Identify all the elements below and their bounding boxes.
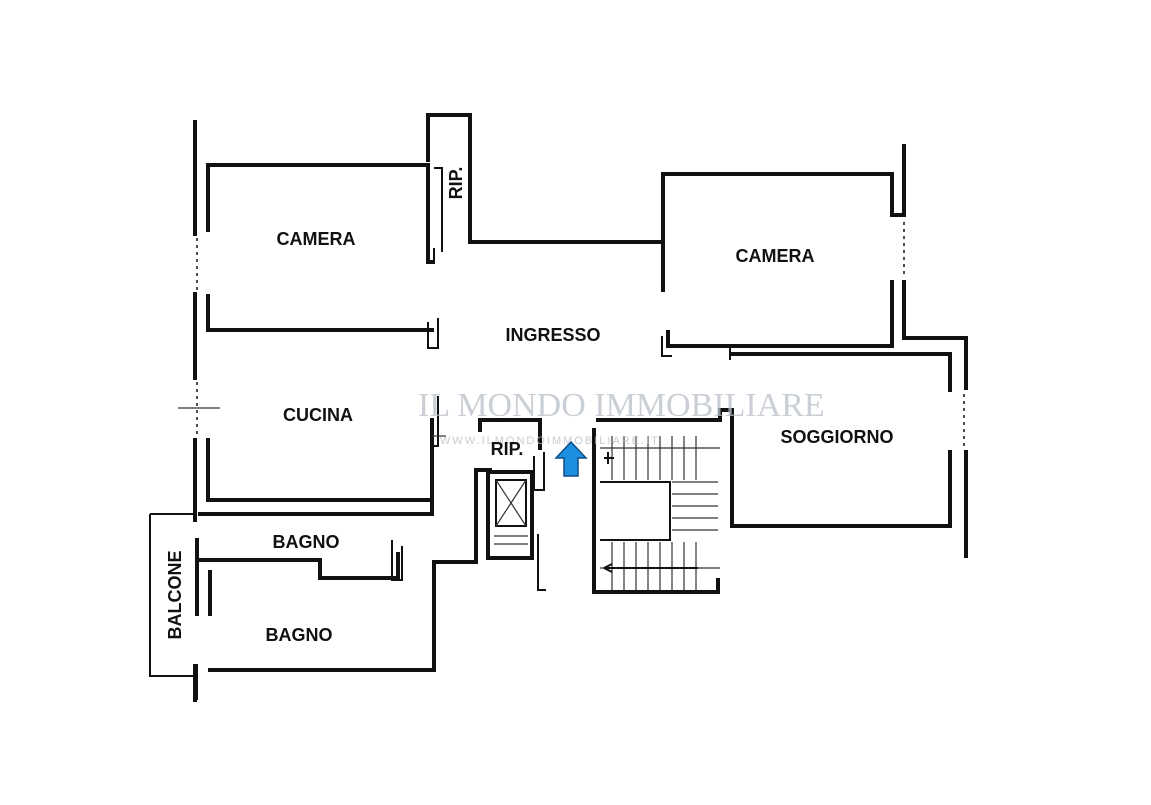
jamb-camera-right — [661, 336, 672, 357]
label-bagno-lower: BAGNO — [266, 625, 333, 645]
wall-camera-right-bottom — [666, 280, 894, 348]
label-soggiorno: SOGGIORNO — [780, 427, 893, 447]
label-ingresso: INGRESSO — [505, 325, 600, 345]
watermark: IL MONDO IMMOBILIARE WWW.ILMONDOIMMOBILI… — [418, 387, 825, 447]
wall-cucina — [206, 418, 434, 502]
stair-tick — [604, 452, 614, 464]
jamb-rip-middle — [533, 452, 545, 491]
room-labels: CAMERA CAMERA INGRESSO CUCINA SOGGIORNO … — [165, 167, 894, 645]
wall-bagno-lower — [208, 468, 492, 672]
stair-steps — [600, 436, 720, 590]
up-arrow-icon — [554, 440, 588, 477]
label-rip-top: RIP. — [446, 167, 466, 200]
wall-bagno-upper — [198, 552, 400, 580]
label-camera-right: CAMERA — [736, 246, 815, 266]
label-rip-middle: RIP. — [491, 439, 524, 459]
stair-well — [600, 481, 671, 541]
watermark-url: WWW.ILMONDOIMMOBILIARE.IT — [440, 435, 660, 447]
elevator-car — [495, 479, 527, 527]
jamb-bagno-upper — [391, 540, 403, 581]
wall-rip-top — [426, 113, 665, 292]
wall-soggiorno-top — [730, 352, 952, 392]
elevator-door — [494, 535, 528, 545]
balcone-rail — [149, 513, 196, 677]
label-camera-left: CAMERA — [277, 229, 356, 249]
label-bagno-upper: BAGNO — [273, 532, 340, 552]
wall-stair-top — [596, 408, 734, 526]
wall-camera-right — [661, 172, 906, 292]
label-cucina: CUCINA — [283, 405, 353, 425]
elevator-shaft — [486, 470, 534, 560]
walls — [149, 113, 968, 702]
stair-direction-arrow — [603, 563, 698, 573]
rip-top-inner — [434, 167, 443, 252]
label-balcone: BALCONE — [165, 551, 185, 640]
wall-camera-cucina — [206, 294, 434, 332]
wall-right-mid — [902, 280, 968, 390]
wall-stair-left — [592, 428, 720, 594]
wall-soggiorno — [730, 450, 952, 528]
wall-camera-left — [206, 163, 434, 264]
elevator-cross — [495, 479, 527, 527]
wall-bagno-top — [198, 498, 434, 516]
wall-rip-middle — [478, 418, 542, 450]
jamb-cucina-top — [427, 318, 439, 349]
wall-landing-left — [537, 534, 546, 591]
watermark-text: IL MONDO IMMOBILIARE — [418, 387, 825, 424]
jamb-cucina — [430, 396, 439, 447]
